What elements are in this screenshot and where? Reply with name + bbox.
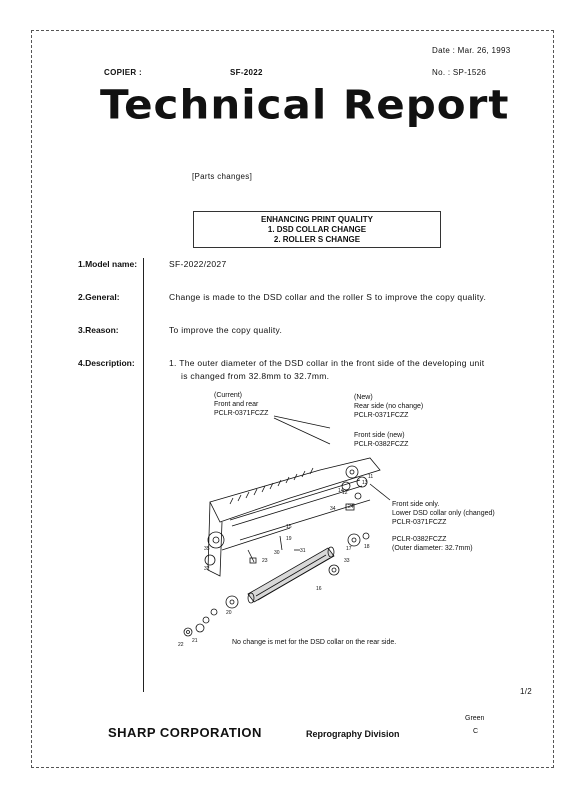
callout: 31 <box>300 548 306 554</box>
callout: 14 <box>338 488 344 494</box>
callout: 16 <box>316 586 322 592</box>
callout: 32 <box>204 566 210 572</box>
section-text: To improve the copy quality. <box>169 325 283 335</box>
section-text: SF-2022/2027 <box>169 259 227 269</box>
frame-top <box>209 457 381 523</box>
division-name: Reprography Division <box>306 729 400 739</box>
callout: 23 <box>262 558 268 564</box>
new-front-part-label: Front side (new) PCLR-0382FCZZ <box>354 432 409 448</box>
leader-line <box>273 415 331 429</box>
copier-label: COPIER : <box>104 68 142 77</box>
page-frame <box>31 30 554 768</box>
leader-line <box>273 417 331 445</box>
callout: 20 <box>226 610 232 616</box>
exploded-diagram: 11 12 13 14 15 16 17 18 19 20 21 22 23 2… <box>178 415 391 648</box>
section-label: 4.Description: <box>78 358 135 368</box>
section-label: 1.Model name: <box>78 259 138 269</box>
callout: 22 <box>178 642 184 648</box>
class-code: C <box>473 728 479 735</box>
current-part-label: (Current) Front and rear PCLR-0371FCZZ <box>214 392 269 417</box>
copier-model: SF-2022 <box>230 68 263 77</box>
color-code: Green <box>465 715 485 722</box>
callout: 33 <box>344 558 350 564</box>
section-label: 2.General: <box>78 292 120 302</box>
callout: 12 <box>342 490 348 496</box>
section-divider <box>143 258 144 692</box>
summary-line-2: 1. DSD COLLAR CHANGE <box>267 225 367 234</box>
company-name: SHARP CORPORATION <box>108 725 262 740</box>
summary-box: ENHANCING PRINT QUALITY 1. DSD COLLAR CH… <box>193 211 441 248</box>
page-title: Technical Report <box>100 81 510 128</box>
callout: 34 <box>330 506 336 512</box>
summary-line-1: ENHANCING PRINT QUALITY <box>261 215 373 224</box>
new-rear-part-label: (New) Rear side (no change) PCLR-0371FCZ… <box>354 394 424 419</box>
callout: 19 <box>286 536 292 542</box>
roller-s <box>247 547 335 603</box>
report-category: [Parts changes] <box>192 172 253 181</box>
report-date: Date : Mar. 26, 1993 <box>432 46 511 55</box>
section-text: 1. The outer diameter of the DSD collar … <box>169 358 485 368</box>
callout: 30 <box>274 550 280 556</box>
callout: 24 <box>348 504 354 510</box>
callout: 17 <box>346 546 352 552</box>
section-label: 3.Reason: <box>78 325 119 335</box>
section-text: Change is made to the DSD collar and the… <box>169 292 487 302</box>
callout: 13 <box>362 480 368 486</box>
callout: 11 <box>368 474 373 480</box>
callout: 21 <box>192 638 198 644</box>
page-number: 1/2 <box>520 687 533 696</box>
callout: 18 <box>364 544 370 550</box>
callout: 35 <box>204 546 210 552</box>
rear-note: No change is met for the DSD collar on t… <box>232 639 397 646</box>
leader-line <box>369 483 391 501</box>
front-only-label: Front side only. Lower DSD collar only (… <box>392 501 495 552</box>
callout: 15 <box>286 524 292 530</box>
section-text-continued: is changed from 32.8mm to 32.7mm. <box>181 371 330 381</box>
report-number: No. : SP-1526 <box>432 68 487 77</box>
summary-line-3: 2. ROLLER S CHANGE <box>273 235 361 244</box>
